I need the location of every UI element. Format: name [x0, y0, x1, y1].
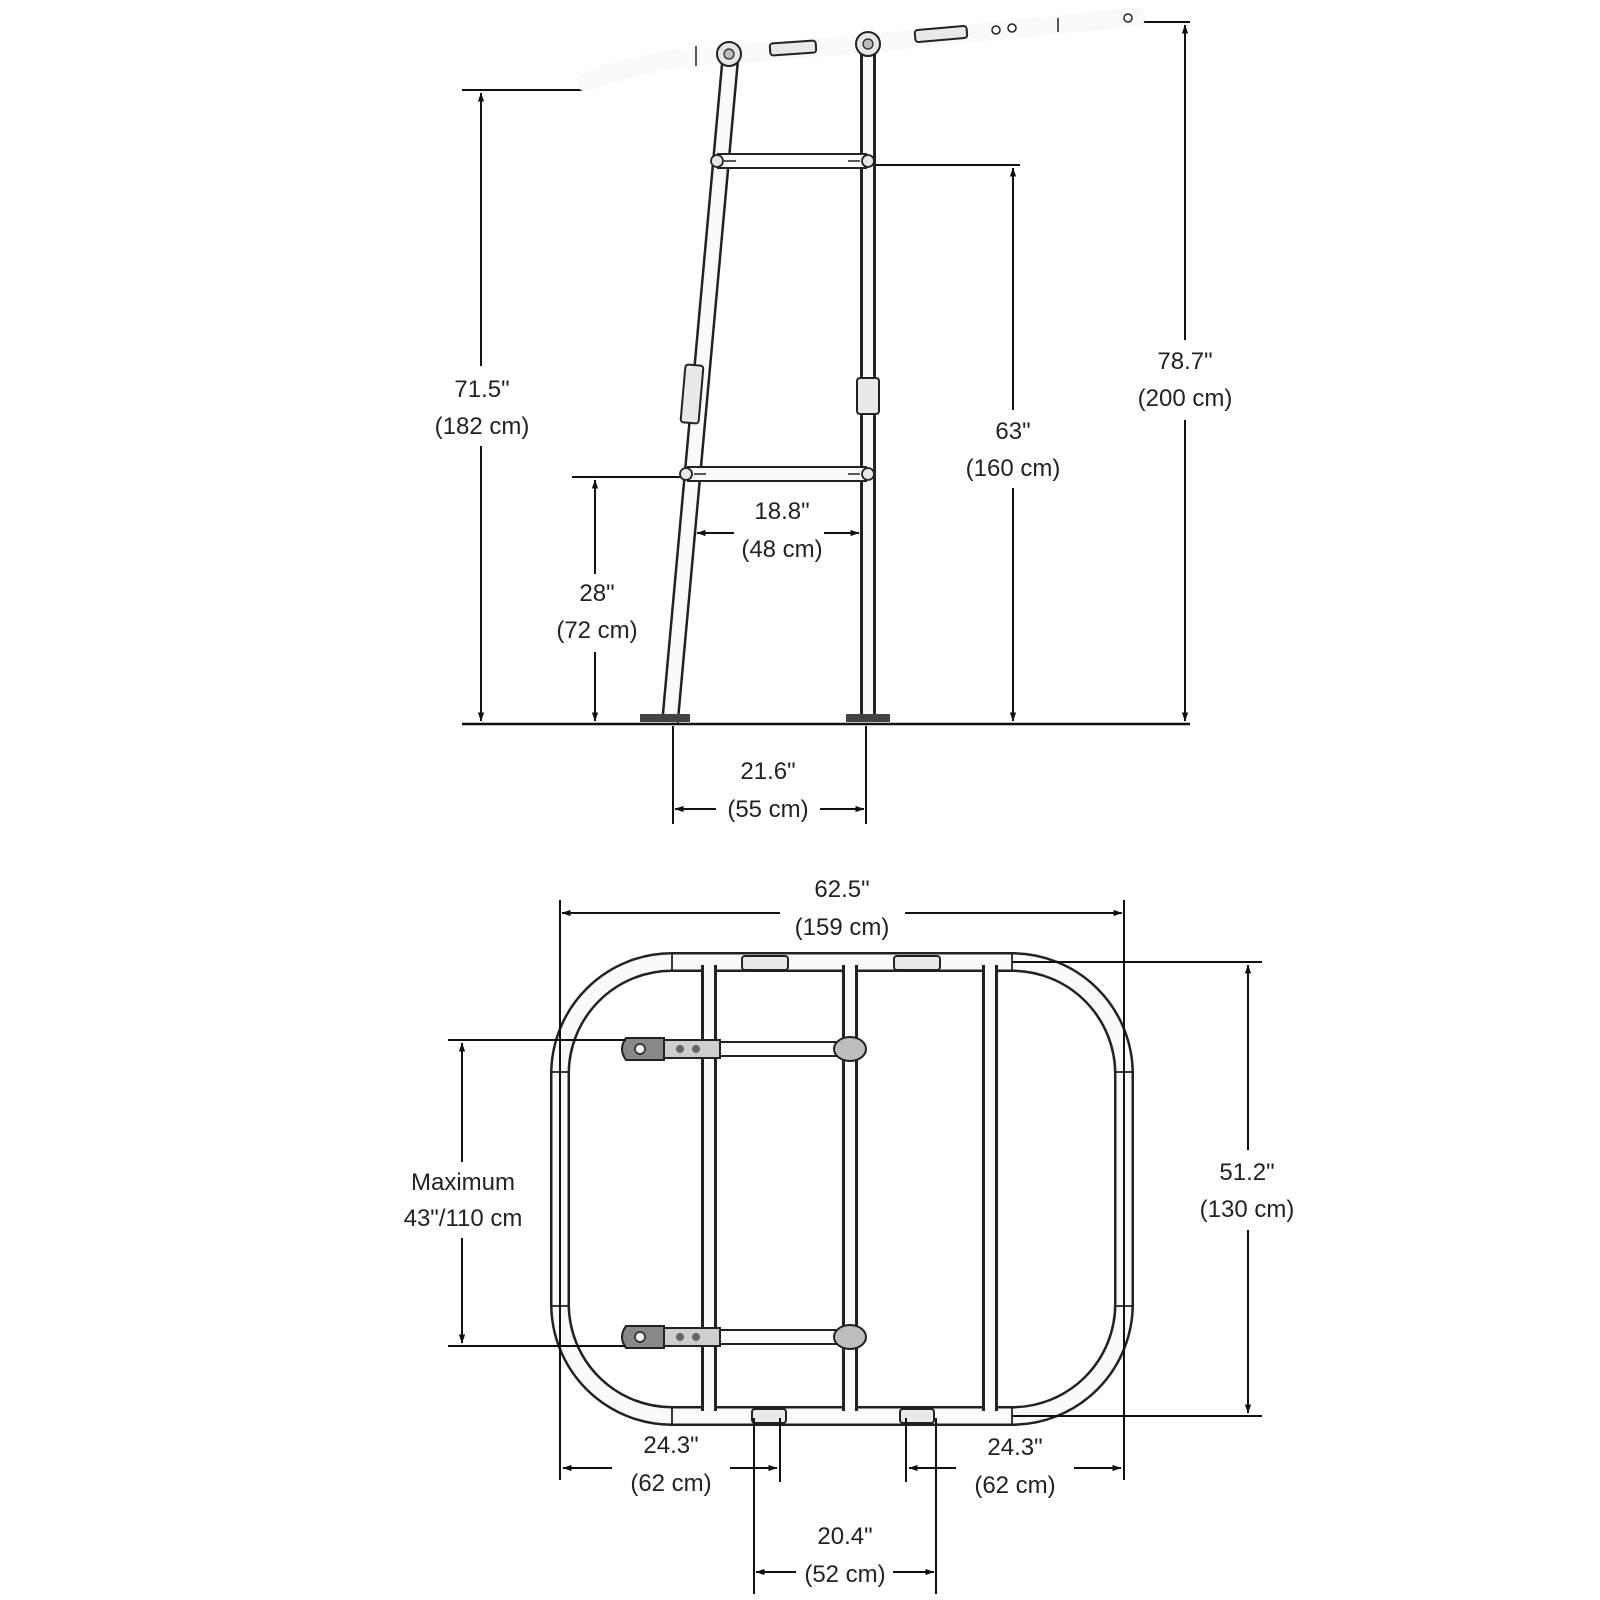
bar-span-metric: (48 cm): [741, 536, 822, 563]
fitting-top-right: [893, 955, 941, 971]
offset-left-imperial: 24.3": [643, 1432, 698, 1459]
side-view: 71.5" (182 cm) 78.7" (200 cm) 63" (160 c…: [420, 7, 1246, 824]
overall-width-imperial: 51.2": [1219, 1159, 1274, 1186]
cross-bow-3: [982, 965, 998, 1411]
upper-bar-height-metric: (160 cm): [966, 455, 1061, 482]
offset-left-metric: (62 cm): [630, 1470, 711, 1497]
total-height-metric: (200 cm): [1138, 385, 1233, 412]
cross-bow-2: [842, 965, 858, 1411]
overall-length-imperial: 62.5": [814, 876, 869, 903]
upper-cross-bar: [710, 153, 875, 169]
upper-bar-height-imperial: 63": [995, 418, 1030, 445]
fitting-bottom-right: [899, 1408, 935, 1424]
total-height-imperial: 78.7": [1157, 348, 1212, 375]
base-width-imperial: 21.6": [740, 758, 795, 785]
mount-width-metric: (52 cm): [804, 1561, 885, 1588]
fitting-bottom-left: [751, 1408, 787, 1424]
top-view: 62.5" (159 cm) 51.2" (130 cm) Maximum 43…: [388, 876, 1310, 1594]
offset-right-imperial: 24.3": [987, 1434, 1042, 1461]
mount-width-imperial: 20.4": [817, 1523, 872, 1550]
frame-height-imperial: 71.5": [454, 376, 509, 403]
fitting-top-left: [741, 955, 789, 971]
lower-bar-height-imperial: 28": [579, 580, 614, 607]
mount-arm-upper: [621, 1036, 867, 1062]
front-leg: [640, 61, 739, 723]
mount-spacing-label: Maximum: [411, 1169, 515, 1196]
overall-width-metric: (130 cm): [1200, 1196, 1295, 1223]
lower-cross-bar: [679, 466, 875, 482]
bar-span-imperial: 18.8": [754, 498, 809, 525]
mount-spacing-value: 43"/110 cm: [404, 1205, 523, 1232]
lower-bar-height-metric: (72 cm): [556, 617, 637, 644]
cross-bow-1: [701, 965, 717, 1411]
base-width-metric: (55 cm): [727, 796, 808, 823]
mount-arm-lower: [621, 1324, 867, 1350]
frame-height-metric: (182 cm): [435, 413, 530, 440]
rear-leg: [846, 50, 890, 722]
offset-right-metric: (62 cm): [974, 1472, 1055, 1499]
overall-length-metric: (159 cm): [795, 914, 890, 941]
